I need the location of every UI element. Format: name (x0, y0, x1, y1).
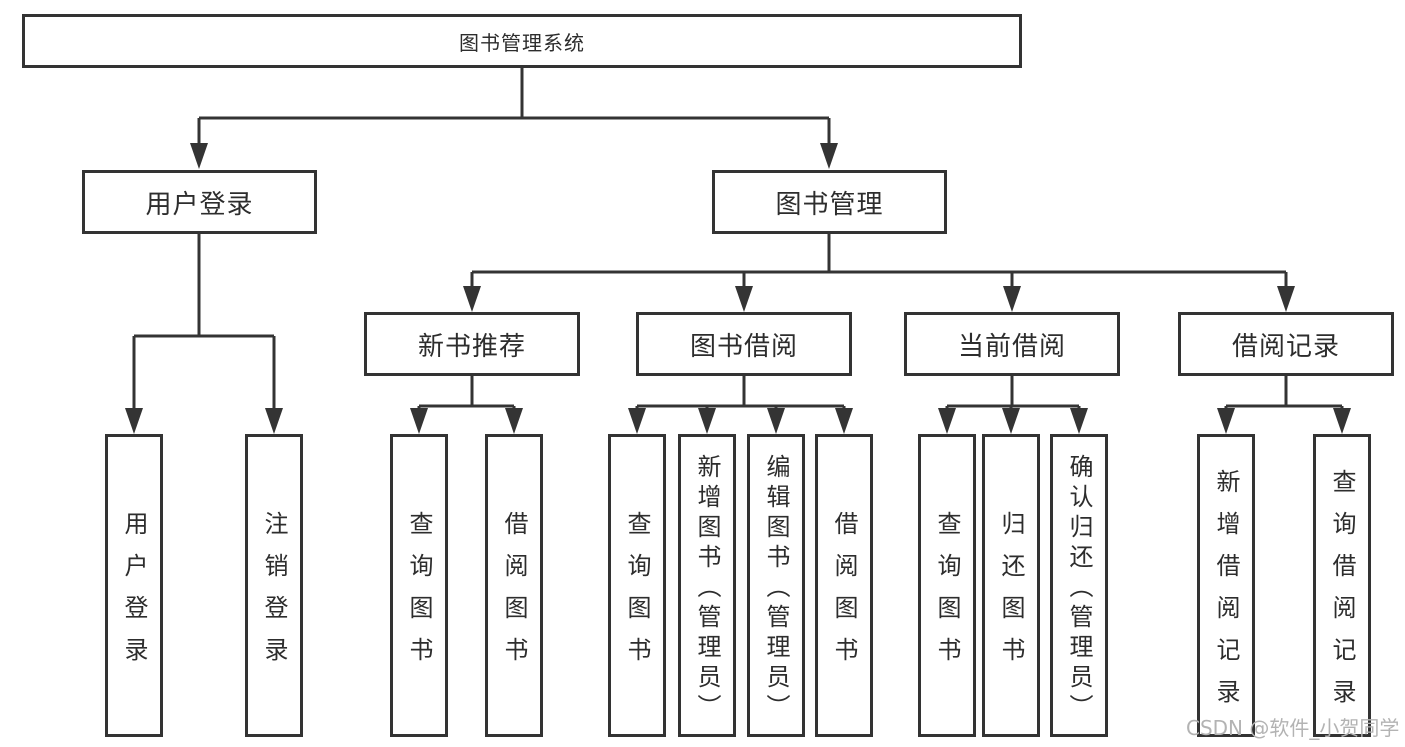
node-user-login: 用户登录 (82, 170, 317, 234)
node-leaf-query-borrow-record: 查询借阅记录 (1313, 434, 1371, 737)
node-leaf-add-book-admin: 新增图书（管理员） (678, 434, 736, 737)
node-label: 图书管理 (775, 189, 884, 220)
arrowhead (1333, 408, 1351, 434)
arrowhead (938, 408, 956, 434)
node-label: 归还图书 (997, 510, 1025, 679)
arrowhead (463, 286, 481, 312)
node-label: 查询图书 (405, 510, 433, 679)
node-root-library-management-system: 图书管理系统 (22, 14, 1022, 68)
node-current-borrowing: 当前借阅 (904, 312, 1120, 376)
arrowhead (767, 408, 785, 434)
arrowhead (628, 408, 646, 434)
node-label: 新书推荐 (417, 331, 526, 362)
node-leaf-query-books-borrowing: 查询图书 (608, 434, 666, 737)
connector-book-borrowing-to-leaves (635, 376, 846, 416)
node-label: 编辑图书（管理员） (762, 453, 790, 724)
arrowhead (505, 408, 523, 434)
node-label: 借阅图书 (830, 510, 858, 679)
node-label: 确认归还（管理员） (1065, 453, 1093, 724)
node-label: 图书借阅 (689, 331, 798, 362)
node-label: 查询图书 (933, 510, 961, 679)
arrowhead (698, 408, 716, 434)
arrowhead (1217, 408, 1235, 434)
node-label: 当前借阅 (957, 331, 1066, 362)
arrowhead (1002, 408, 1020, 434)
node-leaf-add-borrow-record: 新增借阅记录 (1197, 434, 1255, 737)
node-label: 用户登录 (145, 189, 254, 220)
node-label: 新增图书（管理员） (693, 453, 721, 724)
node-new-book-recommendation: 新书推荐 (364, 312, 580, 376)
node-label: 新增借阅记录 (1212, 468, 1240, 721)
node-label: 查询图书 (623, 510, 651, 679)
node-label: 注销登录 (260, 510, 288, 679)
arrowhead (835, 408, 853, 434)
arrowhead (1003, 286, 1021, 312)
node-label: 用户登录 (120, 510, 148, 679)
connector-new-book-recommendation-to-leaves (417, 376, 516, 416)
node-label: 查询借阅记录 (1328, 468, 1356, 721)
arrowhead (1070, 408, 1088, 434)
arrowhead (1277, 286, 1295, 312)
connector-root-to-level2 (197, 68, 831, 150)
node-leaf-return-book: 归还图书 (982, 434, 1040, 737)
connector-user-login-to-leaves (132, 234, 276, 414)
connector-book-management-to-level3 (470, 234, 1288, 292)
node-borrowing-records: 借阅记录 (1178, 312, 1394, 376)
node-leaf-query-books-current: 查询图书 (918, 434, 976, 737)
arrowhead (410, 408, 428, 434)
csdn-watermark: CSDN @软件_小贺同学 (1186, 716, 1400, 740)
node-leaf-logout: 注销登录 (245, 434, 303, 737)
arrowhead (190, 143, 208, 169)
arrowhead (735, 286, 753, 312)
node-book-borrowing: 图书借阅 (636, 312, 852, 376)
node-book-management: 图书管理 (712, 170, 947, 234)
connector-borrowing-records-to-leaves (1224, 376, 1344, 416)
arrowhead (125, 408, 143, 434)
node-label: 图书管理系统 (459, 30, 585, 55)
arrowhead (265, 408, 283, 434)
node-label: 借阅记录 (1231, 331, 1340, 362)
node-leaf-query-books-recommend: 查询图书 (390, 434, 448, 737)
node-leaf-borrow-books-recommend: 借阅图书 (485, 434, 543, 737)
node-leaf-borrow-books-borrowing: 借阅图书 (815, 434, 873, 737)
node-leaf-user-login: 用户登录 (105, 434, 163, 737)
arrowhead (820, 143, 838, 169)
node-leaf-confirm-return-admin: 确认归还（管理员） (1050, 434, 1108, 737)
node-leaf-edit-book-admin: 编辑图书（管理员） (747, 434, 805, 737)
node-label: 借阅图书 (500, 510, 528, 679)
